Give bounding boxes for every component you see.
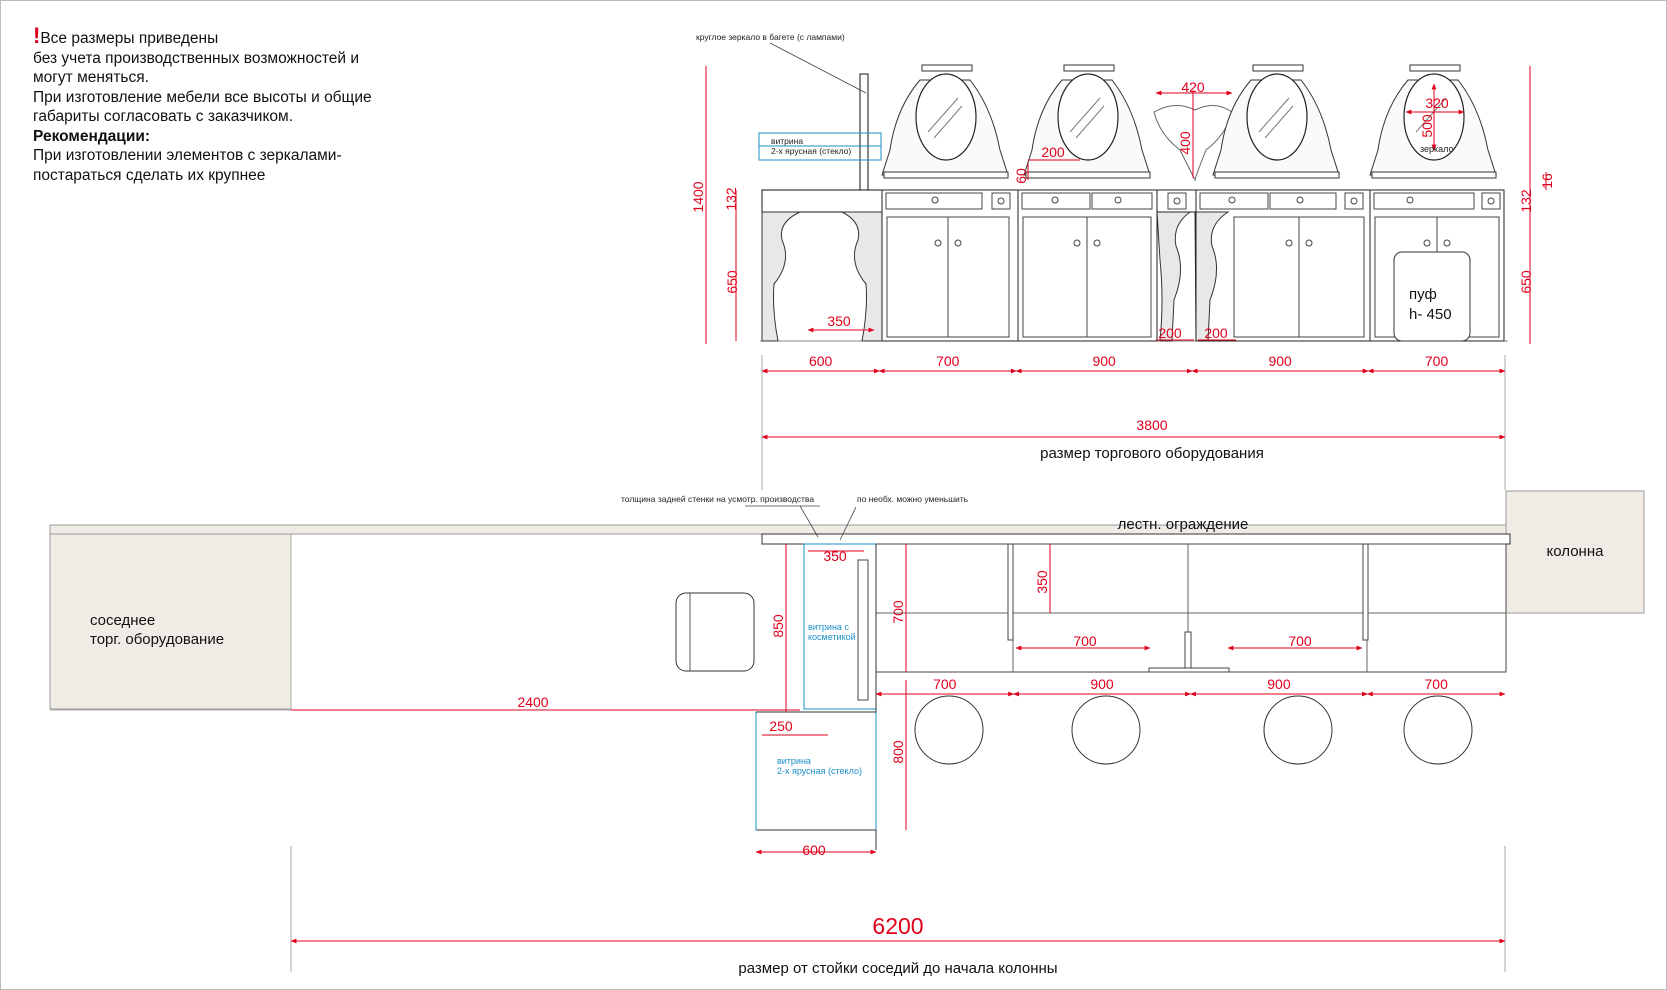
equipment-size-label: размер торгового оборудования — [1040, 445, 1264, 462]
note-line-7: При изготовлении элементов с зеркалами- — [33, 147, 342, 164]
vitrine-cosmetics-label-2: косметикой — [808, 632, 856, 642]
mirror-label: круглое зеркало в багете (с лампами) — [696, 32, 845, 42]
pouf-label-1: пуф — [1409, 286, 1437, 303]
column-label: колонна — [1547, 543, 1605, 560]
middle-leg-2 — [1194, 211, 1230, 342]
cabinet-4 — [1369, 189, 1505, 342]
elevation-widths-label-1: 700 — [936, 353, 960, 369]
dim-350-elev: 350 — [827, 313, 851, 329]
cabinet-1 — [881, 189, 1019, 342]
mirror-leader — [769, 42, 867, 94]
dim-height-650-right: 650 — [1518, 270, 1534, 294]
mirror-unit-2 — [1023, 64, 1151, 179]
vitrine-cosmetics-label-1: витрина с — [808, 622, 849, 632]
notes-block: !Все размеры приведены без учета произво… — [33, 23, 453, 185]
elevation-widths-label-4: 700 — [1425, 353, 1449, 369]
note-line-3: могут меняться. — [33, 69, 149, 86]
neighbor-label-2: торг. оборудование — [90, 631, 224, 648]
dim-850: 850 — [770, 614, 786, 638]
note-line-5: габариты согласовать с заказчиком. — [33, 108, 294, 125]
dim-400: 400 — [1177, 131, 1193, 155]
pouf — [1393, 251, 1471, 342]
dim-3800: 3800 — [1136, 417, 1167, 433]
plan-widths: 700 900 900 700 — [875, 676, 1506, 697]
dim-6200: 6200 — [872, 913, 923, 939]
dim-700-plan-a: 700 — [1073, 633, 1097, 649]
elevation-widths: 600 700 900 900 700 — [761, 353, 1506, 374]
plan-view: 350 850 700 350 700 700 2400 250 800 600… — [49, 490, 1645, 977]
elevation-view: 1400 132 650 350 420 400 200 60 320 500 … — [690, 32, 1555, 490]
mirror-unit-1 — [881, 64, 1009, 179]
vitrine-glass-label-2: 2-х ярусная (стекло) — [777, 766, 862, 776]
dim-700-plan-b: 700 — [1288, 633, 1312, 649]
warning-mark: ! — [33, 23, 41, 48]
mirror-unit-3 — [1212, 64, 1340, 179]
neighbor-label-1: соседнее — [90, 612, 155, 629]
vitrine-top-label-1: витрина — [771, 136, 803, 146]
dim-16: 16 — [1539, 173, 1555, 189]
left-counter-top — [761, 189, 883, 213]
dim-600-plan: 600 — [802, 842, 826, 858]
recommendations-heading: Рекомендации: — [33, 127, 151, 145]
elevation-widths-label-3: 900 — [1268, 353, 1292, 369]
column-zone — [1505, 490, 1645, 614]
mirror-pole — [859, 73, 869, 191]
decor-board — [1153, 105, 1233, 182]
neighbor-equipment-zone — [49, 533, 292, 710]
dim-2400: 2400 — [517, 694, 548, 710]
dim-320: 320 — [1425, 95, 1449, 111]
wall-strip — [49, 524, 1507, 535]
plan-widths-label-2: 900 — [1267, 676, 1291, 692]
dim-height-132-right: 132 — [1518, 189, 1534, 213]
dim-350-plan-b: 350 — [1034, 570, 1050, 594]
vitrine-top-label-2: 2-х ярусная (стекло) — [771, 146, 851, 156]
dim-200-a: 200 — [1158, 325, 1182, 341]
plan-widths-label-1: 900 — [1090, 676, 1114, 692]
dim-800: 800 — [890, 740, 906, 764]
middle-leg-1 — [1156, 211, 1192, 342]
stool-1 — [914, 695, 984, 765]
mirror-word: зеркало — [1420, 144, 1454, 154]
plan-widths-label-3: 700 — [1425, 676, 1449, 692]
dim-height-1400: 1400 — [690, 181, 706, 212]
dim-height-650-left: 650 — [724, 270, 740, 294]
left-leg-1 — [761, 211, 801, 342]
reduce-note: по необх. можно уменьшить — [857, 494, 969, 504]
back-wall-note: толщина задней стенки на усмотр. произво… — [621, 494, 814, 504]
dim-200-top: 200 — [1041, 144, 1065, 160]
dim-height-132-left: 132 — [723, 187, 739, 211]
railing-label: лестн. ограждение — [1118, 516, 1249, 533]
dim-350-plan-a: 350 — [823, 548, 847, 564]
stool-3 — [1263, 695, 1333, 765]
total-size-label: размер от стойки соседий до начала колон… — [738, 960, 1057, 977]
vitrine-glass-label-1: витрина — [777, 756, 811, 766]
note-line-4: При изготовление мебели все высоты и общ… — [33, 88, 372, 106]
stool-4 — [1403, 695, 1473, 765]
dim-700-vertical: 700 — [890, 600, 906, 624]
plan-widths-label-0: 700 — [933, 676, 957, 692]
dim-250: 250 — [769, 718, 793, 734]
dim-60: 60 — [1013, 168, 1029, 184]
stool-2 — [1071, 695, 1141, 765]
dim-500: 500 — [1419, 114, 1435, 138]
note-line-2: без учета производственных возможностей … — [33, 49, 359, 67]
dim-420: 420 — [1181, 79, 1205, 95]
elevation-widths-label-0: 600 — [809, 353, 833, 369]
left-leg-2 — [841, 211, 883, 342]
pouf-plan — [675, 592, 755, 672]
note-line-1: Все размеры приведены — [40, 30, 219, 47]
elevation-widths-label-2: 900 — [1092, 353, 1116, 369]
note-line-8: постараться сделать их крупнее — [33, 166, 266, 184]
pouf-label-2: h- 450 — [1409, 306, 1452, 323]
dim-200-b: 200 — [1204, 325, 1228, 341]
